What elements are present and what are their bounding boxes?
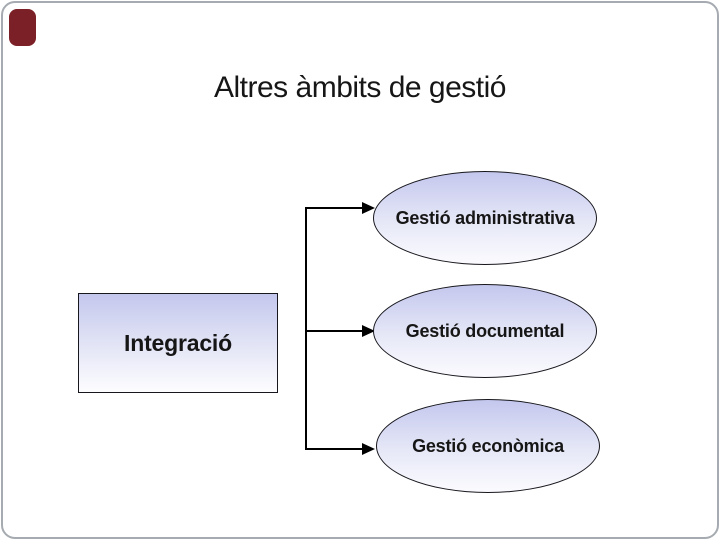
node-gestio-administrativa: Gestió administrativa [373, 171, 597, 265]
arrow-right-icon [362, 202, 375, 214]
connector-arm-top [305, 207, 363, 209]
integration-box: Integració [78, 293, 278, 393]
arrow-right-icon [362, 325, 375, 337]
page-title: Altres àmbits de gestió [214, 71, 506, 104]
node-gestio-documental: Gestió documental [373, 284, 597, 378]
connector-trunk-line [305, 207, 307, 450]
node-label: Gestió documental [405, 320, 565, 341]
connector-arm-middle [305, 330, 363, 332]
node-gestio-economica: Gestió econòmica [376, 399, 600, 493]
node-label: Gestió administrativa [395, 207, 575, 228]
node-label: Gestió econòmica [412, 435, 564, 456]
arrow-right-icon [362, 443, 375, 455]
connector-arm-bottom [305, 448, 363, 450]
integration-box-label: Integració [124, 329, 232, 356]
corner-accent-mark [9, 9, 36, 46]
